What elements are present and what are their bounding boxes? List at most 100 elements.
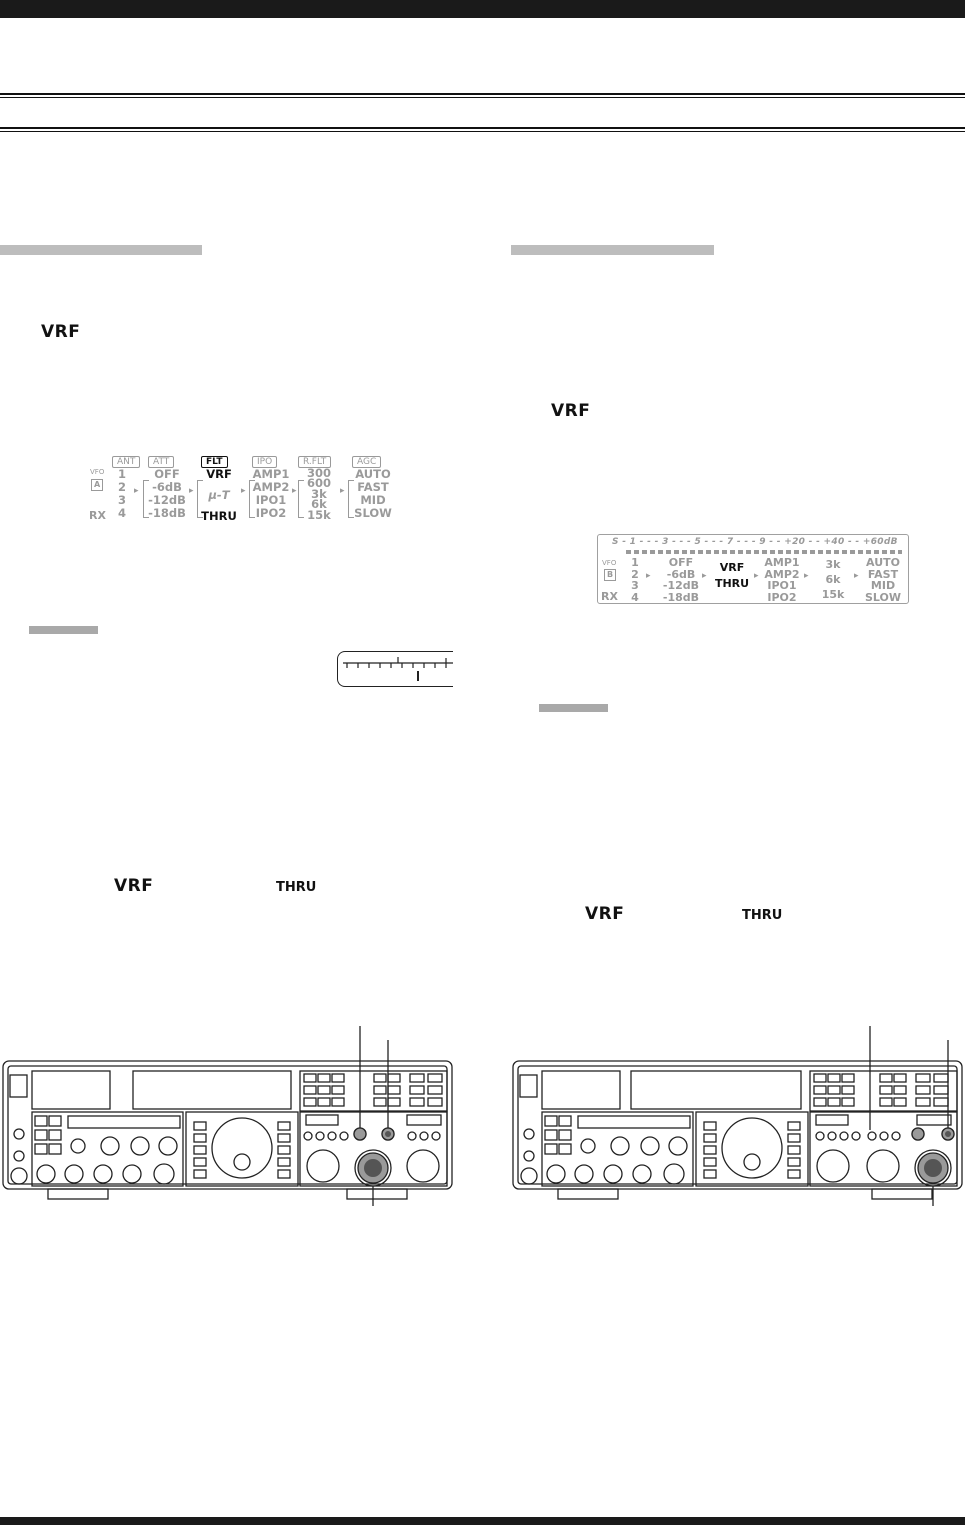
ipo-ipo1: IPO1 xyxy=(767,579,797,592)
att-6db: -6dB xyxy=(152,480,182,494)
bracket xyxy=(298,480,304,518)
right-note-bar xyxy=(539,704,608,712)
rx-label: RX xyxy=(601,590,618,603)
att-12db: -12dB xyxy=(662,579,700,592)
agc-slow: SLOW xyxy=(864,590,902,604)
ipo-column: AMP1 AMP2 IPO1 IPO2 xyxy=(251,468,291,520)
ant-3: 3 xyxy=(631,579,639,592)
right-vrf-label: VRF xyxy=(551,401,591,421)
att-6db: -6dB xyxy=(666,567,696,581)
ipo-column: AMP1 AMP2 IPO1 IPO2 xyxy=(762,557,802,603)
rflt-300: 300 xyxy=(306,466,331,480)
arrow-icon: ▸ xyxy=(702,571,707,581)
ant-column: 1 2 3 4 xyxy=(114,468,130,520)
vfo-label: VFO xyxy=(90,468,105,476)
att-18db: -18dB xyxy=(662,590,700,604)
arrow-icon: ▸ xyxy=(754,571,759,581)
att-18db: -18dB xyxy=(148,506,186,520)
tuning-scale-illustration xyxy=(337,651,453,687)
vfo-id: A xyxy=(91,479,104,491)
ant-3: 3 xyxy=(117,493,126,507)
att-column: OFF -6dB -12dB -18dB xyxy=(147,468,187,520)
flt-thru: THRU xyxy=(714,577,750,590)
rflt-column: 3k 6k 15k xyxy=(814,557,852,602)
right-section-heading-bar xyxy=(511,245,714,255)
right-bottom-thru-label: THRU xyxy=(742,908,783,923)
agc-mid: MID xyxy=(360,493,386,507)
arrow-icon: ▸ xyxy=(292,486,297,496)
agc-auto: AUTO xyxy=(866,556,900,569)
ant-column: 1 2 3 4 xyxy=(628,557,642,603)
bottom-bar xyxy=(0,1517,965,1525)
flt-vrf: VRF xyxy=(206,467,232,481)
agc-fast: FAST xyxy=(357,480,389,494)
att-off: OFF xyxy=(668,556,694,569)
rflt-600: 600 xyxy=(306,476,331,491)
scale-ticks-icon xyxy=(342,656,453,681)
arrow-icon: ▸ xyxy=(854,571,859,581)
ipo-ipo1: IPO1 xyxy=(255,493,287,507)
ipo-amp1: AMP1 xyxy=(252,467,290,481)
flt-thru: THRU xyxy=(201,509,237,523)
arrow-icon: ▸ xyxy=(804,571,809,581)
ipo-amp2: AMP2 xyxy=(252,480,290,494)
ipo-amp1: AMP1 xyxy=(764,556,800,569)
top-bar xyxy=(0,0,965,18)
left-bottom-vrf-label: VRF xyxy=(114,876,154,896)
ant-4: 4 xyxy=(117,506,126,520)
att-column: OFF -6dB -12dB -18dB xyxy=(660,557,702,603)
display-panel-b: S - 1 - - - 3 - - - 5 - - - 7 - - - 9 - … xyxy=(597,534,909,604)
ant-1: 1 xyxy=(117,467,126,481)
hdr-agc: AGC xyxy=(352,456,382,468)
vfo-label: VFO xyxy=(602,559,617,567)
ant-4: 4 xyxy=(631,590,639,604)
rflt-column: 300 600 3k 6k 15k xyxy=(301,466,337,522)
ipo-amp2: AMP2 xyxy=(764,567,800,581)
left-note-bar xyxy=(29,626,98,634)
rflt-6k: 6k xyxy=(311,497,327,512)
ant-2: 2 xyxy=(117,480,126,494)
flt-vrf: VRF xyxy=(719,561,745,574)
transceiver-front-panel-icon xyxy=(2,1026,963,1206)
header-rule-top xyxy=(0,93,965,98)
left-bottom-thru-label: THRU xyxy=(276,880,317,895)
arrow-icon: ▸ xyxy=(241,486,246,496)
att-off: OFF xyxy=(154,467,180,481)
radio-illustrations xyxy=(0,1026,965,1206)
ant-2: 2 xyxy=(631,567,639,581)
att-12db: -12dB xyxy=(148,493,186,507)
rflt-6k: 6k xyxy=(825,573,841,586)
ipo-ipo2: IPO2 xyxy=(767,590,797,604)
left-section-heading-bar xyxy=(0,245,202,255)
header-rule-bottom xyxy=(0,127,965,132)
hdr-flt: FLT xyxy=(201,456,228,468)
flt-mu-t: μ-T xyxy=(208,488,230,502)
agc-column: AUTO FAST MID SLOW xyxy=(862,557,904,603)
bracket xyxy=(197,480,203,518)
flt-column: VRF μ-T THRU xyxy=(199,468,239,523)
agc-fast: FAST xyxy=(867,567,899,581)
agc-column: AUTO FAST MID SLOW xyxy=(352,468,394,520)
rflt-3k: 3k xyxy=(825,558,841,571)
hdr-att: ATT xyxy=(148,456,175,468)
rflt-3k: 3k xyxy=(311,486,327,501)
s-meter-dots xyxy=(626,550,902,554)
ipo-ipo2: IPO2 xyxy=(255,506,287,520)
rflt-15k: 15k xyxy=(307,507,331,522)
hdr-rflt: R.FLT xyxy=(298,456,332,468)
arrow-icon: ▸ xyxy=(340,486,345,496)
flt-column: VRF THRU xyxy=(712,560,752,592)
rflt-15k: 15k xyxy=(821,588,845,601)
hdr-ipo: IPO xyxy=(252,456,278,468)
rx-label: RX xyxy=(89,509,106,522)
s-meter-scale: S - 1 - - - 3 - - - 5 - - - 7 - - - 9 - … xyxy=(612,537,898,547)
agc-slow: SLOW xyxy=(354,506,392,520)
vfo-id: B xyxy=(604,569,617,581)
arrow-icon: ▸ xyxy=(134,486,139,496)
agc-mid: MID xyxy=(870,579,896,592)
arrow-icon: ▸ xyxy=(189,486,194,496)
bracket xyxy=(143,480,149,518)
agc-auto: AUTO xyxy=(355,467,391,481)
right-bottom-vrf-label: VRF xyxy=(585,904,625,924)
arrow-icon: ▸ xyxy=(646,571,651,581)
